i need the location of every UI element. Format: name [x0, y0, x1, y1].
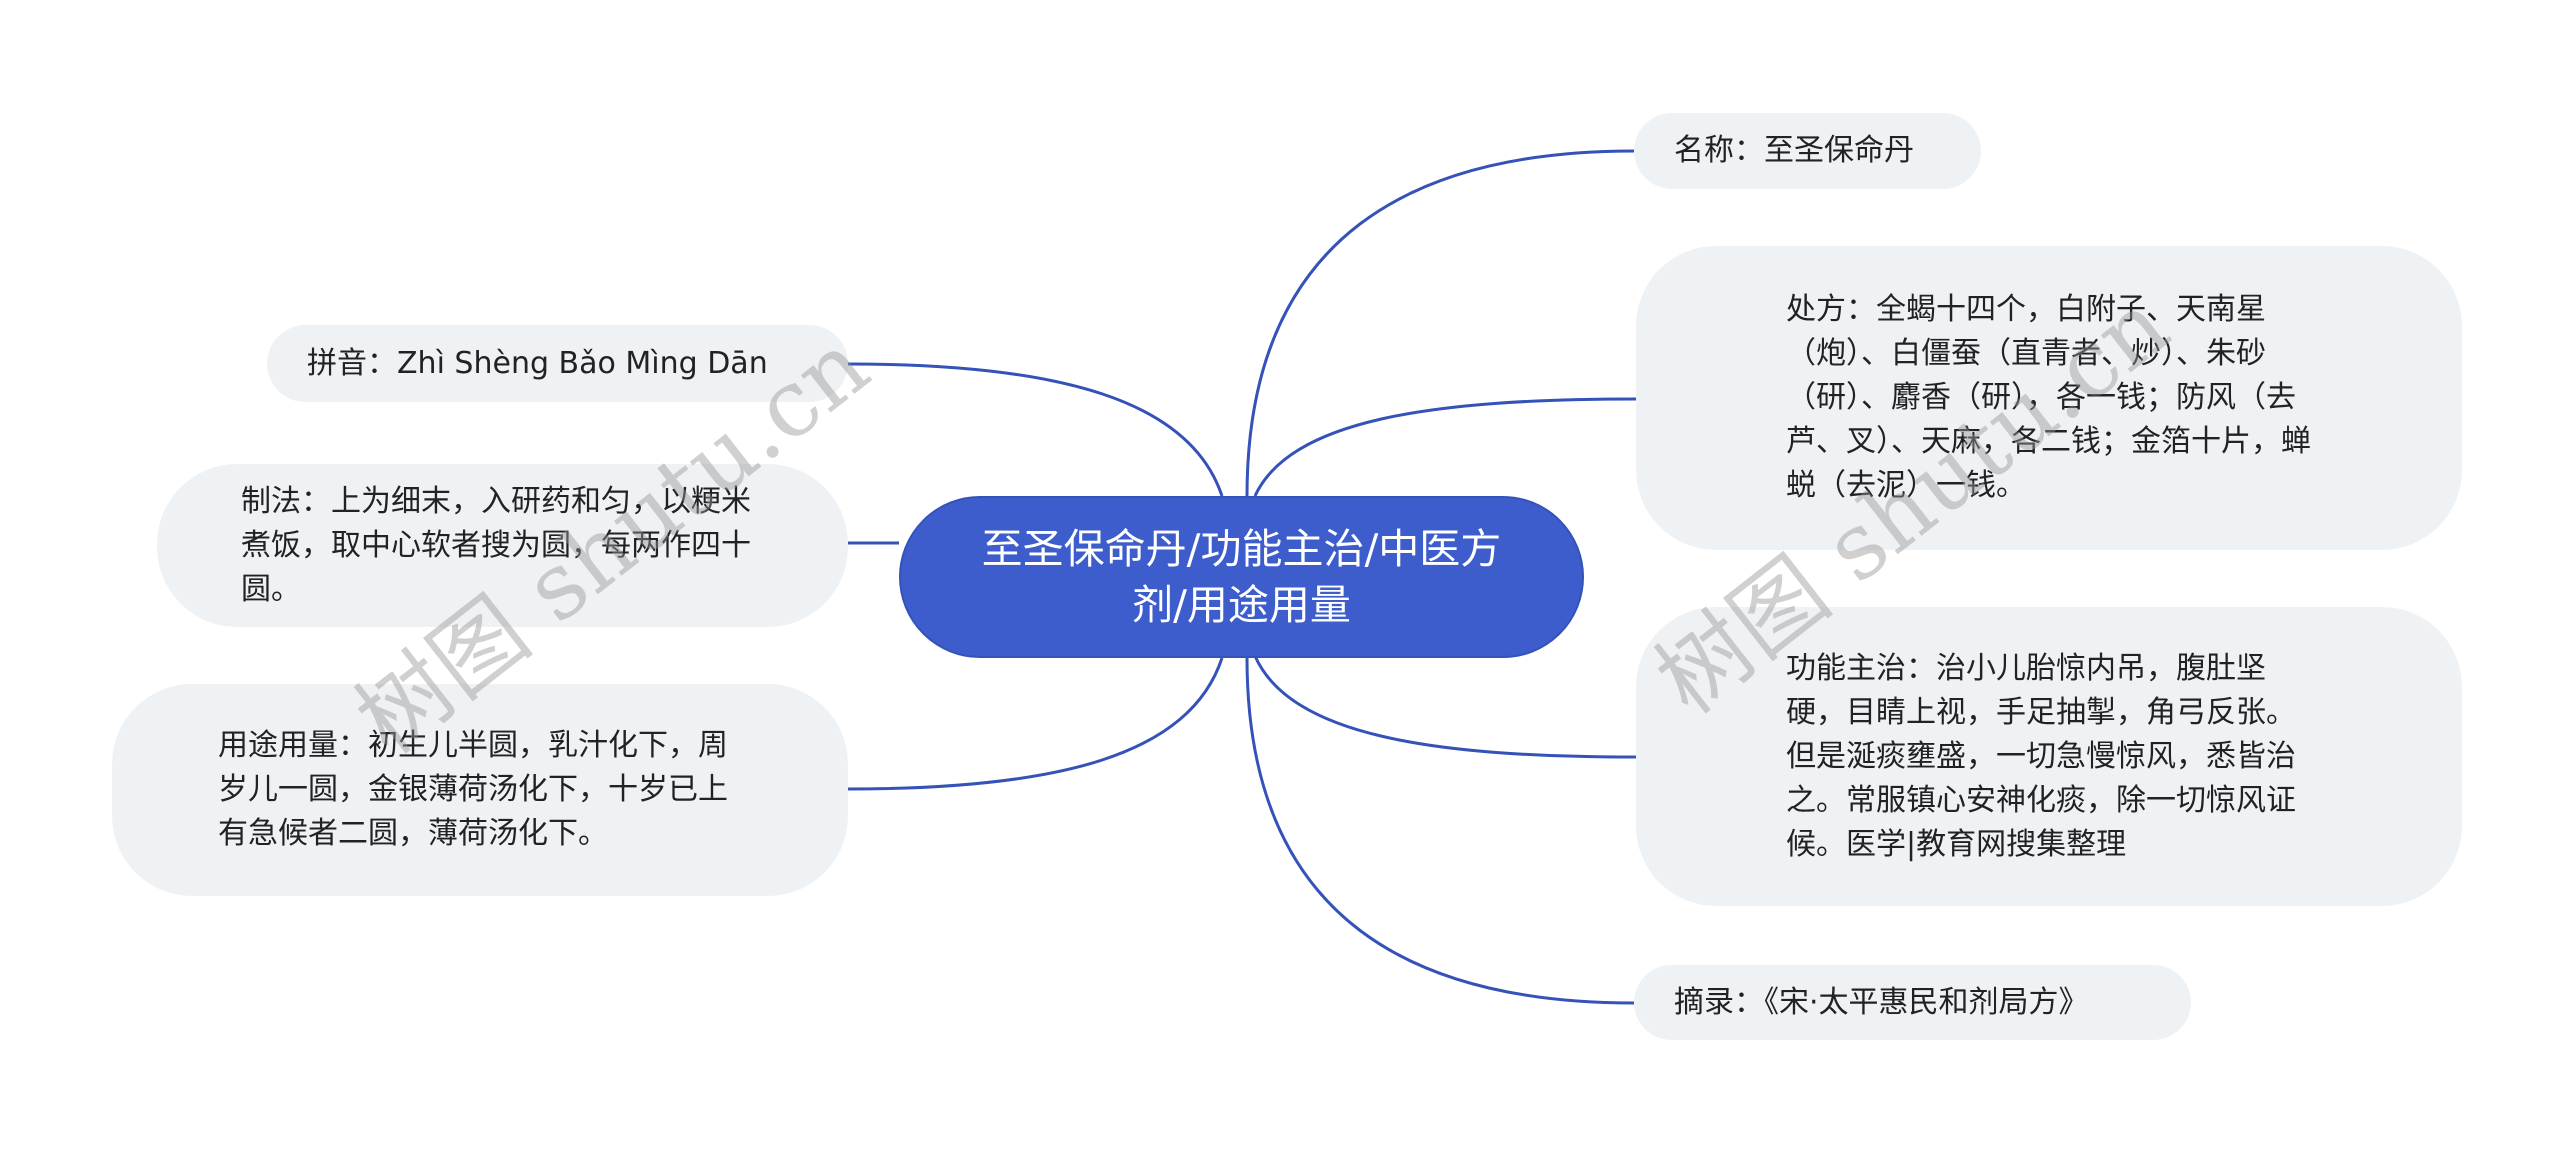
- node-name[interactable]: 名称：至圣保命丹: [1634, 113, 1981, 189]
- node-usage-text: 用途用量：初生儿半圆，乳汁化下，周岁儿一圆，金银薄荷汤化下，十岁已上有急候者二圆…: [218, 728, 728, 851]
- node-name-text: 名称：至圣保命丹: [1674, 133, 1914, 168]
- node-prescription-text: 处方：全蝎十四个，白附子、天南星（炮）、白僵蚕（直青者、炒）、朱砂（研）、麝香（…: [1786, 292, 2311, 503]
- node-function-text: 功能主治：治小儿胎惊内吊，腹肚坚硬，目睛上视，手足抽掣，角弓反张。但是涎痰壅盛，…: [1786, 650, 2296, 862]
- node-method[interactable]: 制法：上为细末，入研药和匀，以粳米煮饭，取中心软者搜为圆，每两作四十圆。: [157, 464, 848, 627]
- link-name: [1245, 149, 1635, 497]
- node-excerpt[interactable]: 摘录：《宋·太平惠民和剂局方》: [1634, 965, 2191, 1040]
- node-method-text: 制法：上为细末，入研药和匀，以粳米煮饭，取中心软者搜为圆，每两作四十圆。: [241, 483, 751, 607]
- node-usage[interactable]: 用途用量：初生儿半圆，乳汁化下，周岁儿一圆，金银薄荷汤化下，十岁已上有急候者二圆…: [112, 684, 848, 896]
- node-excerpt-text: 摘录：《宋·太平惠民和剂局方》: [1674, 984, 2089, 1020]
- link-prescription: [1253, 397, 1637, 497]
- node-pinyin-text: 拼音：Zhì Shèng Bǎo Mìng Dān: [307, 345, 768, 381]
- central-topic[interactable]: 至圣保命丹/功能主治/中医方剂/用途用量: [899, 496, 1584, 658]
- link-usage: [847, 657, 1224, 791]
- link-pinyin: [847, 362, 1224, 497]
- node-function[interactable]: 功能主治：治小儿胎惊内吊，腹肚坚硬，目睛上视，手足抽掣，角弓反张。但是涎痰壅盛，…: [1636, 607, 2462, 906]
- link-excerpt: [1245, 657, 1635, 1005]
- node-pinyin[interactable]: 拼音：Zhì Shèng Bǎo Mìng Dān: [267, 325, 848, 402]
- central-topic-label: 至圣保命丹/功能主治/中医方剂/用途用量: [981, 525, 1502, 629]
- node-prescription[interactable]: 处方：全蝎十四个，白附子、天南星（炮）、白僵蚕（直青者、炒）、朱砂（研）、麝香（…: [1636, 246, 2462, 550]
- link-function: [1253, 655, 1637, 759]
